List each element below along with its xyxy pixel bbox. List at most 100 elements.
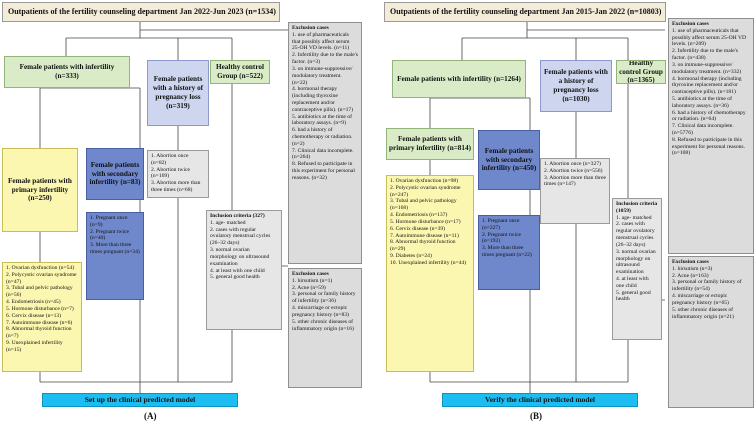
list-item: 2. Infertility due to the male's factor.…: [292, 52, 358, 66]
list-item: 6. Cervix disease (n=13): [6, 312, 62, 319]
list-item: 2. Polycystic ovarian syndrome (n=247): [390, 184, 461, 198]
list-item: 8. Abnormal thyroid function (n=29): [390, 239, 456, 253]
list-item: 3. normal ovarian morphology on ultrasou…: [616, 248, 656, 276]
list-item: 5. antibiotics at the time of laboratory…: [292, 113, 352, 127]
panel-b-secondary-list: 1. Pregnant once (n=227)2. Pregnant twic…: [478, 215, 540, 290]
panel-a-exclusion1-title: Exclusion cases: [292, 25, 329, 31]
panel-a-exclusion-box-1: Exclusion cases 1. use of pharmaceutical…: [288, 22, 362, 264]
list-item: 5. Hormone disturbance (n=17): [390, 218, 461, 225]
list-item: 5. antibiotics at the time of laboratory…: [672, 95, 732, 109]
panel-b-exclusion1-title: Exclusion cases: [672, 21, 709, 27]
list-item: 5. general good health: [210, 274, 260, 281]
list-item: 5. other chronic diseases of inflammator…: [292, 318, 354, 332]
list-item: 3. personal or family history of inferti…: [672, 279, 742, 293]
panel-a-healthy-box: Healthy control Group (n=522): [210, 60, 270, 84]
list-item: 1. age- matched: [616, 214, 652, 221]
panel-b-secondary-box: Female patients with secondary infertili…: [478, 130, 540, 190]
panel-b-primary-box: Female patients with primary infertility…: [386, 128, 474, 160]
panel-b-exclusion-box-2: Exclusion cases 1. hirsutism (n=3)2. Acn…: [668, 256, 754, 408]
list-item: 10. Unexplained infertility (n=44): [390, 259, 467, 266]
list-item: 7. Autoimmune disease (n=11): [390, 232, 459, 239]
list-item: 3. Tubal and pelvic pathology (n=56): [6, 285, 73, 299]
panel-a-exclusion2-title: Exclusion cases: [292, 271, 329, 277]
panel-b-model-box: Verify the clinical predicted model: [442, 393, 638, 407]
list-item: 4. at least with one child: [210, 267, 265, 274]
list-item: 2. Polycystic ovarian syndrome (n=47): [6, 271, 77, 285]
list-item: 3. More than three times pregnant (n=34): [90, 242, 140, 256]
list-item: 2. Pregnant twice (n=192): [482, 231, 521, 245]
list-item: 2. Infertility due to the male's factor.…: [672, 48, 738, 62]
list-item: 5. Hormone disturbance (n=7): [6, 305, 74, 312]
list-item: 1. Abortion once (n=82): [151, 153, 189, 166]
list-item: 8. Refused to participate in this experi…: [672, 136, 746, 157]
panel-a-inclusion-title: Inclusion criteria (327): [210, 213, 265, 219]
list-item: 4. hormonal therapy (including thyroxine…: [292, 86, 354, 113]
list-item: 2. Acne (n=59): [292, 284, 326, 291]
panel-a-label: (A): [144, 411, 157, 421]
panel-b-pregnancy-loss-box: Female patients with a history of pregna…: [540, 60, 612, 112]
list-item: 1. Pregnant once (n=9): [90, 215, 128, 228]
list-item: 2. cases with regular ovulatory menstrua…: [616, 221, 655, 248]
list-item: 6. Cervix disease (n=39): [390, 225, 446, 232]
list-item: 5. general good health: [616, 289, 651, 303]
panel-b-loss-list: 1. Abortion once (n=327)2. Abortion twic…: [540, 158, 610, 224]
list-item: 3. normal ovarian morphology on ultrasou…: [210, 247, 270, 267]
panel-a-infertility-box: Female patients with infertility (n=333): [4, 56, 130, 88]
list-item: 1. Abortion once (n=327): [544, 161, 601, 167]
list-item: 1. hirsutism (n=1): [292, 277, 333, 284]
list-item: 2. Abortion twice (n=169): [151, 166, 190, 180]
panel-b-exclusion-box-1: Exclusion cases 1. use of pharmaceutical…: [668, 18, 754, 254]
panel-b-title: Outpatients of the fertility counseling …: [384, 2, 666, 22]
list-item: 3. on immune-suppressive/ modulatory tre…: [672, 61, 742, 75]
list-item: 6. had a history of chemotherapy or radi…: [672, 109, 746, 123]
list-item: 3. Abortion more than three times (n=147…: [544, 174, 606, 188]
list-item: 5. other chronic diseases of inflammator…: [672, 306, 734, 320]
list-item: 7. Clinical data incomplete. (n=5776): [672, 123, 734, 136]
list-item: 4. Endometriosis (n=137): [390, 212, 448, 219]
panel-a-model-box: Set up the clinical predicted model: [42, 393, 238, 407]
list-item: 7. Autoimmune disease (n=6): [6, 319, 73, 326]
list-item: 2. Pregnant twice (n=40): [90, 228, 129, 242]
panel-b-infertility-box: Female patients with infertility (n=1264…: [392, 60, 526, 98]
panel-b-healthy-box: Healthy control Group (n=1365): [616, 60, 666, 84]
list-item: 3. Tubal and pelvic pathology (n=168): [390, 198, 457, 212]
panel-a-primary-list: 1. Ovarian dysfunction (n=54)2. Polycyst…: [2, 262, 82, 372]
panel-b-primary-list: 1. Ovarian dysfunction (n=98)2. Polycyst…: [386, 175, 474, 372]
list-item: 3. More than three times pregnant (n=22): [482, 245, 532, 259]
panel-a-exclusion-box-2: Exclusion cases 1. hirsutism (n=1)2. Acn…: [288, 268, 362, 388]
list-item: 2. cases with regular ovulatory menstrua…: [210, 226, 271, 247]
list-item: 4. Endometriosis (n=45): [6, 299, 61, 306]
list-item: 4. at least with one child: [616, 275, 649, 289]
list-item: 1. use of pharmaceuticals that possibly …: [672, 27, 747, 48]
list-item: 8. Abnormal thyroid function (n=7): [6, 326, 72, 340]
list-item: 9. Unexplained infertility (n=15): [6, 339, 63, 353]
list-item: 4. miscarriage or ectopic pregnancy hist…: [292, 305, 349, 318]
list-item: 1. hirsutism (n=3): [672, 265, 713, 272]
panel-a-pregnancy-loss-box: Female patients with a history of pregna…: [147, 60, 209, 126]
list-item: 1. Ovarian dysfunction (n=98): [390, 178, 459, 184]
list-item: 9. Diabetes (n=24): [390, 252, 432, 259]
list-item: 3. on immune-suppressive/ modulatory tre…: [292, 65, 353, 86]
list-item: 1. Ovarian dysfunction (n=54): [6, 265, 75, 271]
panel-b-exclusion2-title: Exclusion cases: [672, 259, 709, 265]
panel-b-label: (B): [530, 411, 542, 421]
panel-a-primary-box: Female patients with primary infertility…: [2, 148, 78, 232]
list-item: 1. Pregnant once (n=227): [482, 218, 520, 231]
list-item: 4. miscarriage or ectopic pregnancy hist…: [672, 293, 729, 306]
list-item: 3. personal or family history of inferti…: [292, 291, 356, 305]
list-item: 1. use of pharmaceuticals that possibly …: [292, 31, 350, 52]
list-item: 4. hormonal therapy (including thyroxine…: [672, 75, 742, 96]
panel-a-inclusion-box: Inclusion criteria (327) 1. age- matched…: [206, 210, 282, 330]
panel-b-inclusion-title: Inclusion criteria (1059): [616, 201, 658, 214]
list-item: 3. Abortion more than three times (n=68): [151, 180, 201, 194]
panel-a-title: Outpatients of the fertility counseling …: [2, 2, 280, 22]
list-item: 8. Refused to participate in this experi…: [292, 161, 355, 181]
list-item: 2. Abortion twice (n=556): [544, 167, 603, 174]
panel-a-secondary-list: 1. Pregnant once (n=9)2. Pregnant twice …: [86, 212, 144, 300]
panel-b-inclusion-box: Inclusion criteria (1059) 1. age- matche…: [612, 198, 662, 340]
list-item: 7. Clinical data incomplete. (n=264): [292, 147, 354, 161]
panel-a-secondary-box: Female patients with secondary infertili…: [86, 148, 144, 200]
list-item: 6. had a history of chemotherapy or radi…: [292, 127, 353, 147]
list-item: 2. Acne (n=163): [672, 272, 709, 279]
